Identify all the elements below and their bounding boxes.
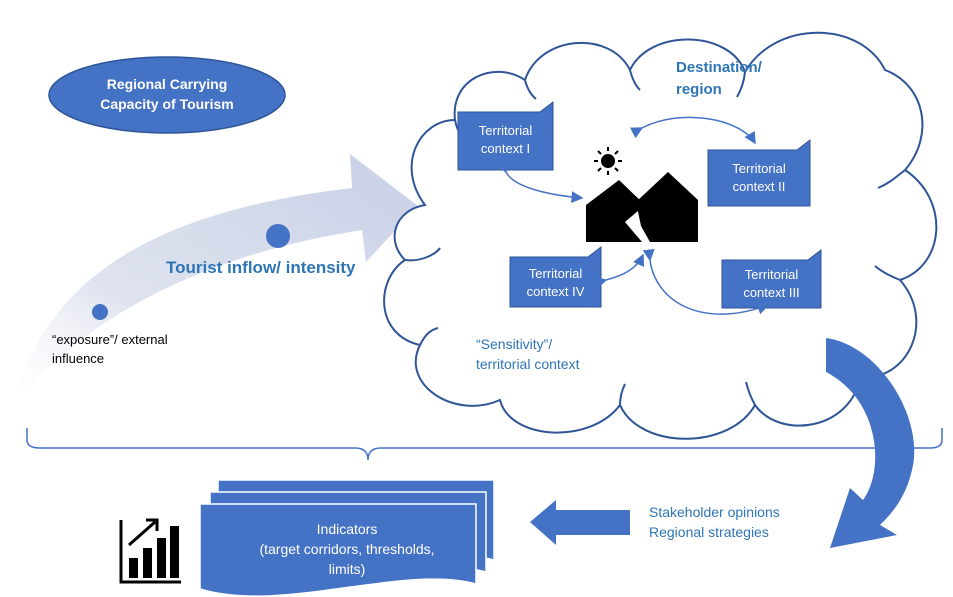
indicators-label: Indicators (target corridors, thresholds… [222, 519, 472, 579]
context-label-2: Territorial context II [708, 160, 810, 196]
title-line-1: Regional Carrying [106, 76, 228, 92]
stakeholder-line-2: Regional strategies [649, 524, 769, 540]
exposure-label: “exposure”/ external influence [52, 330, 168, 368]
context-box-1 [457, 100, 554, 171]
indicators-line-2: (target corridors, thresholds, [259, 541, 435, 557]
stakeholder-line-1: Stakeholder opinions [649, 504, 780, 520]
connector-2 [629, 116, 756, 145]
arrow-dot [266, 224, 290, 248]
context-label-1: Territorial context I [458, 122, 553, 158]
cloud-inner-arc [524, 79, 537, 100]
inflow-arrow [12, 154, 418, 408]
arrow-label: Tourist inflow/ intensity [166, 258, 356, 277]
sensitivity-line-1: “Sensitivity”/ [476, 336, 553, 352]
indicators-documents [199, 479, 495, 597]
context-box-2 [707, 138, 811, 207]
context-1-line-2: context I [480, 141, 531, 156]
mountain-icon [586, 172, 698, 242]
cloud-inner-arc [874, 265, 901, 281]
connector-1 [495, 159, 584, 204]
context-3-line-2: context III [743, 285, 800, 300]
connector-4 [642, 248, 770, 315]
sensitivity-label: “Sensitivity”/ territorial context [476, 334, 579, 374]
sensitivity-line-2: territorial context [476, 356, 580, 372]
cloud-inner-arc [745, 381, 756, 406]
context-2-line-1: Territorial [732, 161, 786, 176]
bar-chart-icon [119, 518, 181, 584]
sun-icon [594, 147, 622, 175]
cloud-inner-arc [419, 327, 439, 346]
destination-label: Destination/ region [676, 57, 762, 101]
context-label-3: Territorial context III [722, 266, 821, 302]
title-oval-label: Regional Carrying Capacity of Tourism [67, 74, 267, 114]
stakeholder-label: Stakeholder opinions Regional strategies [649, 502, 780, 542]
cloud-inner-arc [619, 383, 626, 406]
context-4-line-1: Territorial [528, 266, 583, 281]
cloud-inner-arc [736, 71, 746, 98]
title-line-2: Capacity of Tourism [100, 96, 234, 112]
exposure-line-1: “exposure”/ external [52, 332, 168, 347]
exposure-line-2: influence [52, 351, 105, 366]
cloud-inner-arc [877, 169, 906, 189]
context-2-line-2: context II [732, 179, 786, 194]
context-1-line-1: Territorial [478, 123, 533, 138]
left-arrow [530, 500, 630, 545]
cloud-inner-arc [404, 247, 441, 262]
bracket [26, 428, 943, 461]
cloud-inner-arc [629, 69, 641, 91]
context-4-line-2: context IV [526, 284, 585, 299]
context-label-4: Territorial context IV [510, 265, 601, 301]
destination-line-1: Destination/ [676, 59, 762, 76]
feedback-arrow [826, 338, 915, 548]
title-oval [48, 56, 286, 134]
indicators-line-1: Indicators [316, 521, 378, 537]
arrow-dot [92, 304, 108, 320]
connector-3 [594, 253, 645, 289]
destination-line-2: region [676, 81, 722, 98]
context-3-line-1: Territorial [744, 267, 799, 282]
indicators-line-3: limits) [328, 561, 366, 577]
